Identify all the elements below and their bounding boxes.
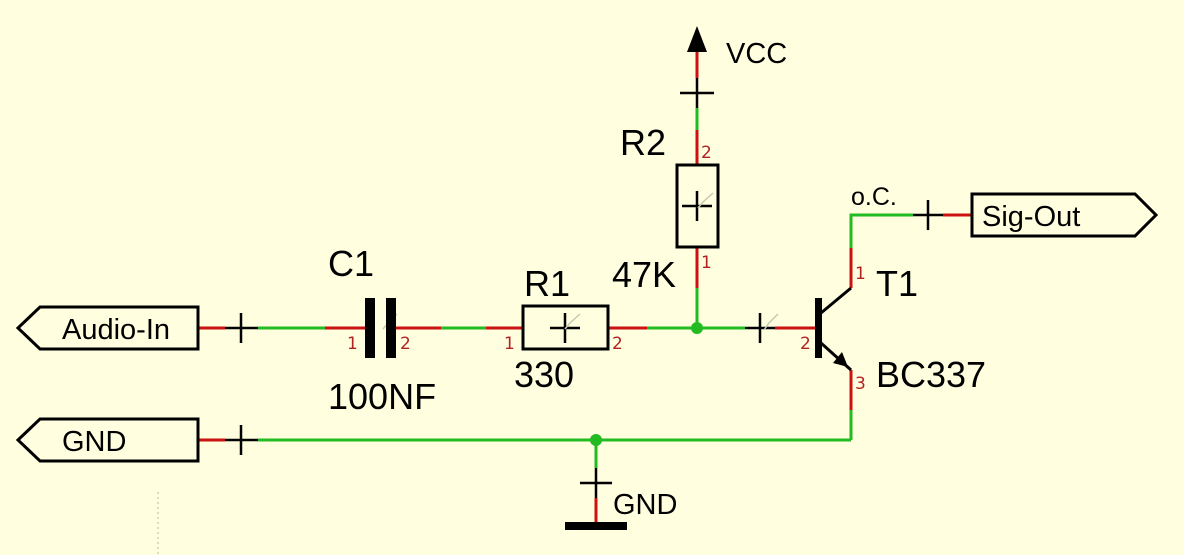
r1-ref: R1 <box>524 263 570 304</box>
junction-base-node <box>691 322 703 334</box>
vcc-supply: VCC <box>687 26 787 70</box>
t1-pin3: 3 <box>855 374 866 394</box>
t1-ref: T1 <box>876 263 918 304</box>
t1-emitter-arrow-icon <box>833 352 848 367</box>
r1-value: 330 <box>514 354 574 395</box>
r2-pin2: 2 <box>701 143 712 163</box>
t1-value: BC337 <box>876 354 986 395</box>
cross-t1-base <box>745 313 775 343</box>
component-c1[interactable]: C1 100NF 1 2 <box>328 243 436 417</box>
port-gnd-in-label: GND <box>62 426 126 458</box>
port-audio-in-label: Audio-In <box>62 314 170 346</box>
vcc-label: VCC <box>726 38 787 70</box>
port-gnd-in[interactable]: GND <box>15 417 200 463</box>
t1-base-bar <box>815 298 822 358</box>
gnd-bar-icon <box>565 522 627 530</box>
gnd-supply-label: GND <box>613 489 677 521</box>
vcc-arrow-icon <box>687 26 707 52</box>
check-t1-base <box>763 313 779 331</box>
c1-value: 100NF <box>328 376 436 417</box>
component-r1[interactable]: R1 330 1 2 <box>504 263 623 395</box>
t1-pin1: 1 <box>855 264 866 284</box>
c1-plate-left <box>365 298 375 358</box>
r2-pin1: 1 <box>701 253 712 273</box>
port-sig-out[interactable]: Sig-Out <box>970 192 1159 238</box>
open-collector-label: o.C. <box>851 183 897 211</box>
c1-plate-right <box>386 298 396 358</box>
pin-leads <box>198 52 972 442</box>
r2-center-cross <box>682 191 712 221</box>
r2-ref: R2 <box>620 122 666 163</box>
r2-value: 47K <box>612 254 676 295</box>
r1-pin1: 1 <box>504 334 515 354</box>
t1-pin2: 2 <box>800 334 811 354</box>
junction-gnd-node <box>590 434 602 446</box>
cross-vcc <box>680 78 714 108</box>
c1-pin1: 1 <box>347 334 358 354</box>
port-sig-out-shape <box>970 192 1159 238</box>
connection-crosses <box>225 78 943 498</box>
cross-sig-out <box>913 200 943 230</box>
wire-collector-out <box>849 213 913 248</box>
port-gnd-in-shape <box>15 417 200 463</box>
port-audio-in[interactable]: Audio-In <box>15 305 200 351</box>
cross-gnd-in <box>225 425 258 455</box>
cross-audio-in <box>225 313 258 343</box>
gnd-supply: GND <box>565 489 677 530</box>
port-audio-in-shape <box>15 305 200 351</box>
c1-pin2: 2 <box>400 334 411 354</box>
component-r2[interactable]: R2 47K 2 1 <box>612 122 720 295</box>
port-sig-out-label: Sig-Out <box>982 201 1080 233</box>
t1-collector-line <box>820 286 852 315</box>
cross-gnd <box>580 468 612 498</box>
c1-ref: C1 <box>328 243 374 284</box>
component-t1[interactable]: T1 BC337 1 2 3 <box>800 263 986 395</box>
r1-pin2: 2 <box>612 334 623 354</box>
